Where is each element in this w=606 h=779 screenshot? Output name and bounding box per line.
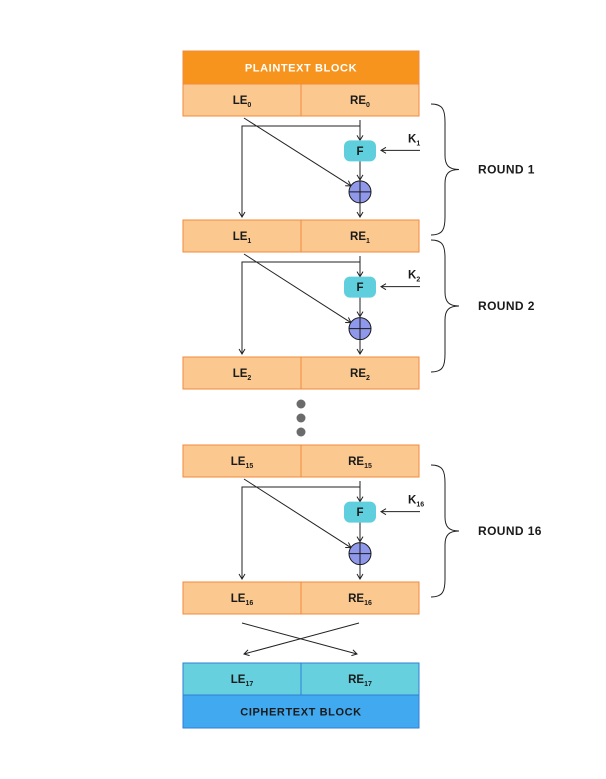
final-swap <box>241 622 360 657</box>
right-half-label: RE2 <box>350 368 370 382</box>
right-half-label: RE16 <box>348 593 372 607</box>
left-half-block <box>182 83 302 117</box>
function-box <box>344 276 376 298</box>
block-row-3: LE15 RE15 <box>182 444 420 478</box>
left-half-label: LE2 <box>233 368 252 382</box>
block-row-0: LE0 RE0 <box>182 83 420 117</box>
plaintext-block: PLAINTEXT BLOCK <box>182 50 420 85</box>
ellipsis-dots <box>296 399 306 437</box>
function-label: F <box>356 146 363 158</box>
left-half-label: LE15 <box>231 456 254 470</box>
right-half-label: RE1 <box>350 231 370 245</box>
round-label: ROUND 16 <box>478 524 542 538</box>
function-box <box>344 140 376 162</box>
right-half-block <box>300 83 420 117</box>
right-half-block <box>300 662 420 696</box>
left-half-label: LE17 <box>231 674 254 688</box>
left-pass-arrow <box>238 125 360 218</box>
left-half-label: LE1 <box>233 231 252 245</box>
block-row-1: LE1 RE1 <box>182 219 420 253</box>
right-half-block <box>300 581 420 615</box>
plaintext-label: PLAINTEXT BLOCK <box>245 63 357 75</box>
left-to-xor-arrow <box>243 253 352 324</box>
block-row-4: LE16 RE16 <box>182 581 420 615</box>
left-pass-arrow <box>238 486 360 580</box>
ciphertext-block: CIPHERTEXT BLOCK <box>182 694 420 729</box>
left-half-block <box>182 662 302 696</box>
left-half-block <box>182 356 302 390</box>
round-label: ROUND 2 <box>478 299 535 313</box>
right-half-block <box>300 444 420 478</box>
right-half-label: RE17 <box>348 674 372 688</box>
function-label: F <box>356 507 363 519</box>
right-half-block <box>300 356 420 390</box>
right-half-label: RE0 <box>350 95 370 109</box>
left-half-block <box>182 581 302 615</box>
round-label: ROUND 1 <box>478 163 535 177</box>
function-box <box>344 501 376 523</box>
round-key-label: K1 <box>408 133 420 147</box>
round-brace <box>430 103 460 236</box>
left-half-label: LE16 <box>231 593 254 607</box>
left-pass-arrow <box>238 261 360 355</box>
round-key-label: K2 <box>408 270 420 284</box>
block-row-final: LE17 RE17 <box>182 662 420 696</box>
left-to-xor-arrow <box>243 117 352 187</box>
function-label: F <box>356 282 363 294</box>
block-row-2: LE2 RE2 <box>182 356 420 390</box>
round-brace <box>430 464 460 598</box>
right-half-block <box>300 219 420 253</box>
right-half-label: RE15 <box>348 456 372 470</box>
ciphertext-label: CIPHERTEXT BLOCK <box>240 707 361 719</box>
left-half-block <box>182 444 302 478</box>
round-key-label: K16 <box>408 495 424 509</box>
round-brace <box>430 239 460 373</box>
left-to-xor-arrow <box>243 478 352 549</box>
left-half-label: LE0 <box>233 95 252 109</box>
